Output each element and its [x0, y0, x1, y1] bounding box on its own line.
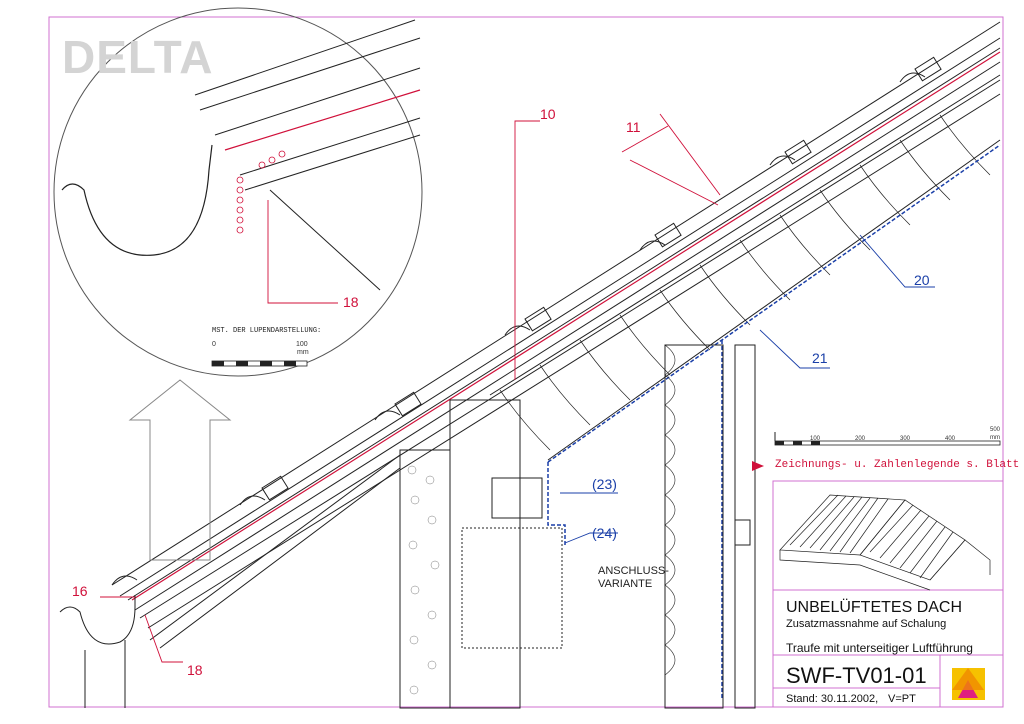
scale-tick-300: 300 [900, 436, 911, 442]
detail-scale-label: MST. DER LUPENDARSTELLUNG: [212, 327, 322, 335]
roof-3d-sketch [779, 494, 991, 591]
callout-11: 11 [626, 119, 641, 135]
scale-tick-500: 500 [990, 427, 1001, 433]
delta-logo: DELTA [62, 31, 214, 83]
callout-10: 10 [540, 106, 556, 122]
drawing-version: V=PT [888, 693, 916, 705]
title-block-title: UNBELÜFTETES DACH [786, 599, 963, 616]
detail-scale-end: 100 [296, 341, 308, 348]
scale-tick-100: 100 [810, 436, 821, 442]
detail-scale-unit: mm [297, 349, 309, 356]
magnified-detail [53, 7, 423, 377]
callout-21: 21 [812, 350, 828, 366]
drawing-code: SWF-TV01-01 [786, 663, 927, 688]
anschluss-line2: VARIANTE [598, 578, 653, 590]
legend-arrow [752, 461, 764, 471]
drawing-date: Stand: 30.11.2002, [786, 693, 879, 705]
anschluss-line1: ANSCHLUSS- [598, 565, 669, 577]
title-block-subtitle: Zusatzmassnahme auf Schalung [786, 618, 947, 630]
drawing-frame [48, 16, 1004, 708]
legend-reference-note: Zeichnungs- u. Zahlenlegende s. Blatt DL… [775, 459, 1024, 471]
vapour-barrier-line-blue [547, 144, 1001, 463]
anschluss-variante-label: ANSCHLUSS- VARIANTE [598, 565, 669, 591]
scale-tick-200: 200 [855, 436, 866, 442]
callout-18-detail: 18 [343, 294, 359, 310]
company-logo-mark [952, 668, 985, 700]
scale-unit: mm [990, 435, 1000, 441]
title-block-description: Traufe mit unterseitiger Luftführung [786, 641, 973, 655]
zoom-arrow [128, 379, 232, 561]
callout-20: 20 [914, 272, 930, 288]
title-block [772, 480, 1004, 708]
gutter-main [59, 595, 136, 645]
roof-tiles [111, 21, 1001, 597]
callout-18-main: 18 [187, 662, 203, 678]
roof-section [111, 21, 1001, 649]
wall-section [399, 344, 756, 709]
callout-16: 16 [72, 583, 88, 599]
callout-24: (24) [592, 525, 617, 541]
detail-scale-start: 0 [212, 341, 216, 348]
scale-tick-400: 400 [945, 436, 956, 442]
membrane-line-red [131, 51, 1001, 601]
main-scale-bar [774, 432, 1001, 446]
callout-23: (23) [592, 476, 617, 492]
detail-scale-bar [211, 360, 308, 367]
